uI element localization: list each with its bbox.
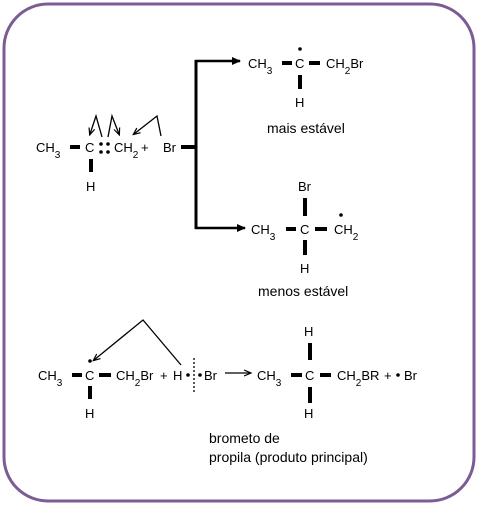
electron-dot bbox=[106, 150, 110, 154]
product-top-ch3: CH3 bbox=[248, 56, 273, 77]
product-bottom-bromine: Br bbox=[298, 179, 312, 194]
step2-right-bromine: Br bbox=[404, 368, 418, 383]
step2-right-caption-line2: propila (produto principal) bbox=[209, 449, 368, 465]
product-top-hydrogen: H bbox=[295, 95, 304, 110]
electron-dot bbox=[99, 150, 103, 154]
step2-right-plus: + bbox=[384, 368, 392, 383]
reactant-ch3: CH3 bbox=[36, 140, 61, 161]
step2-left-ch3: CH3 bbox=[38, 368, 63, 389]
reactant-plus: + bbox=[141, 140, 149, 155]
step2-right-carbon: C bbox=[305, 368, 314, 383]
electron-dot bbox=[99, 142, 103, 146]
electron-arrow-2 bbox=[107, 113, 119, 138]
reactant-ch2: CH2 bbox=[114, 140, 139, 161]
step2-right-hydrogen-bottom: H bbox=[304, 406, 313, 421]
rounded-frame bbox=[2, 2, 476, 503]
step2-right-ch3: CH3 bbox=[257, 368, 282, 389]
step2-left-ch2br: CH2Br bbox=[116, 368, 154, 389]
electron-arrow-1 bbox=[90, 113, 103, 138]
product-top-carbon: C bbox=[295, 56, 304, 71]
radical-dot bbox=[298, 47, 302, 51]
step2-left-group: CH3 C CH2Br + H Br H bbox=[38, 319, 218, 421]
product-bottom-caption: menos estável bbox=[258, 283, 348, 299]
step2-right-caption-line1: brometo de bbox=[209, 430, 280, 446]
product-bottom-group: Br CH3 C CH2 H menos estável bbox=[251, 179, 359, 299]
step2-left-hydrogen: H bbox=[173, 368, 182, 383]
electron-dot bbox=[186, 373, 190, 377]
step2-left-bromine: Br bbox=[204, 368, 218, 383]
step2-right-hydrogen-top: H bbox=[304, 324, 313, 339]
product-bottom-ch3: CH3 bbox=[251, 222, 276, 243]
reactant-carbon: C bbox=[85, 140, 94, 155]
electron-dot bbox=[198, 373, 202, 377]
radical-dot bbox=[396, 373, 400, 377]
product-bottom-hydrogen: H bbox=[300, 261, 309, 276]
step2-left-plus: + bbox=[160, 368, 168, 383]
step2-left-carbon: C bbox=[85, 368, 94, 383]
reactant-group: CH3 C CH2 + Br H bbox=[36, 113, 177, 194]
product-top-ch2br: CH2Br bbox=[326, 56, 364, 77]
radical-dot bbox=[88, 359, 92, 363]
step2-right-group: H CH3 C CH2BR + Br H brometo de propila … bbox=[209, 324, 418, 465]
reactant-bromine: Br bbox=[163, 140, 177, 155]
branch-arrow bbox=[181, 57, 246, 232]
electron-dot bbox=[106, 142, 110, 146]
step2-left-hydrogen-below: H bbox=[85, 406, 94, 421]
electron-arrow-3 bbox=[134, 114, 162, 137]
product-bottom-ch2: CH2 bbox=[334, 222, 359, 243]
step2-right-ch2br: CH2BR bbox=[337, 368, 379, 389]
product-bottom-carbon: C bbox=[300, 222, 309, 237]
radical-dot bbox=[339, 213, 343, 217]
product-top-caption: mais estável bbox=[267, 120, 345, 136]
reactant-hydrogen: H bbox=[86, 179, 95, 194]
product-top-group: CH3 C CH2Br H mais estável bbox=[248, 47, 364, 136]
electron-arrow-h-to-c bbox=[94, 319, 182, 366]
